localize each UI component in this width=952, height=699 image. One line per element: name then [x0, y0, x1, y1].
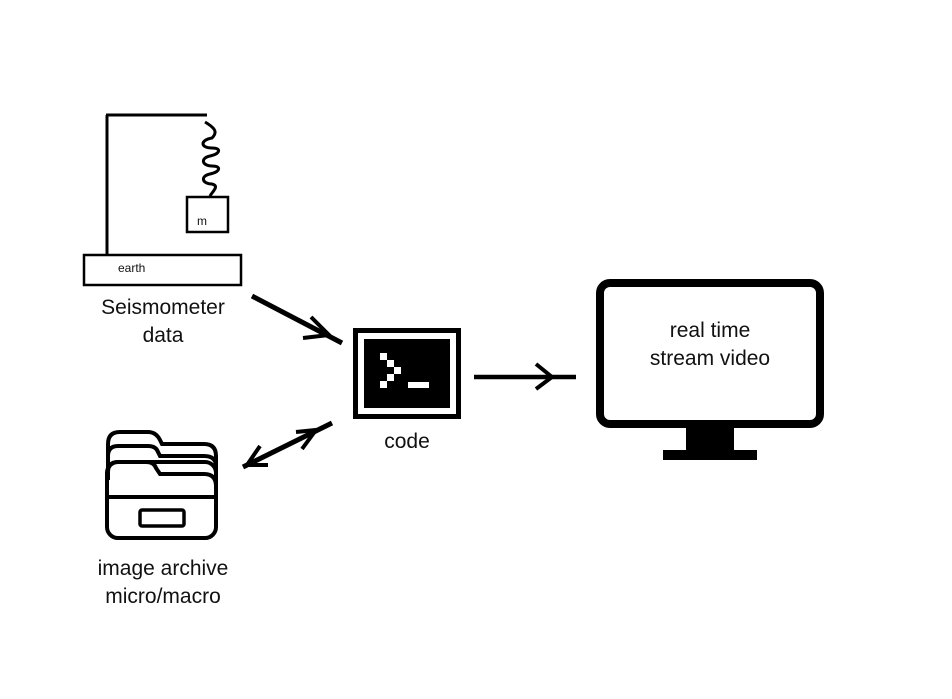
archive-label: image archive micro/macro [63, 555, 263, 611]
mass-label: m [197, 214, 207, 228]
archive-label-line1: image archive [97, 557, 229, 580]
archive-label-line2: micro/macro [105, 585, 221, 608]
monitor-text-line1: real time [669, 319, 751, 342]
seismometer-icon [82, 113, 243, 287]
seismometer-label: Seismometer data [63, 294, 263, 350]
arrow-code-archive-bidirectional [241, 420, 334, 470]
monitor-text-line2: stream video [649, 347, 771, 370]
seismometer-label-line2: data [142, 324, 184, 347]
spring-icon [201, 120, 220, 197]
arrow-seismometer-to-code [250, 293, 344, 346]
mass-box [185, 195, 230, 234]
archive-folder-icon [105, 430, 218, 540]
arrow-code-to-monitor [474, 362, 576, 391]
earth-label: earth [118, 261, 146, 275]
seismometer-label-line1: Seismometer [101, 296, 225, 319]
terminal-icon [353, 328, 461, 419]
monitor-text: real time stream video [604, 317, 816, 373]
earth-base [82, 253, 243, 287]
code-label: code [384, 430, 430, 453]
monitor-icon [596, 279, 824, 460]
